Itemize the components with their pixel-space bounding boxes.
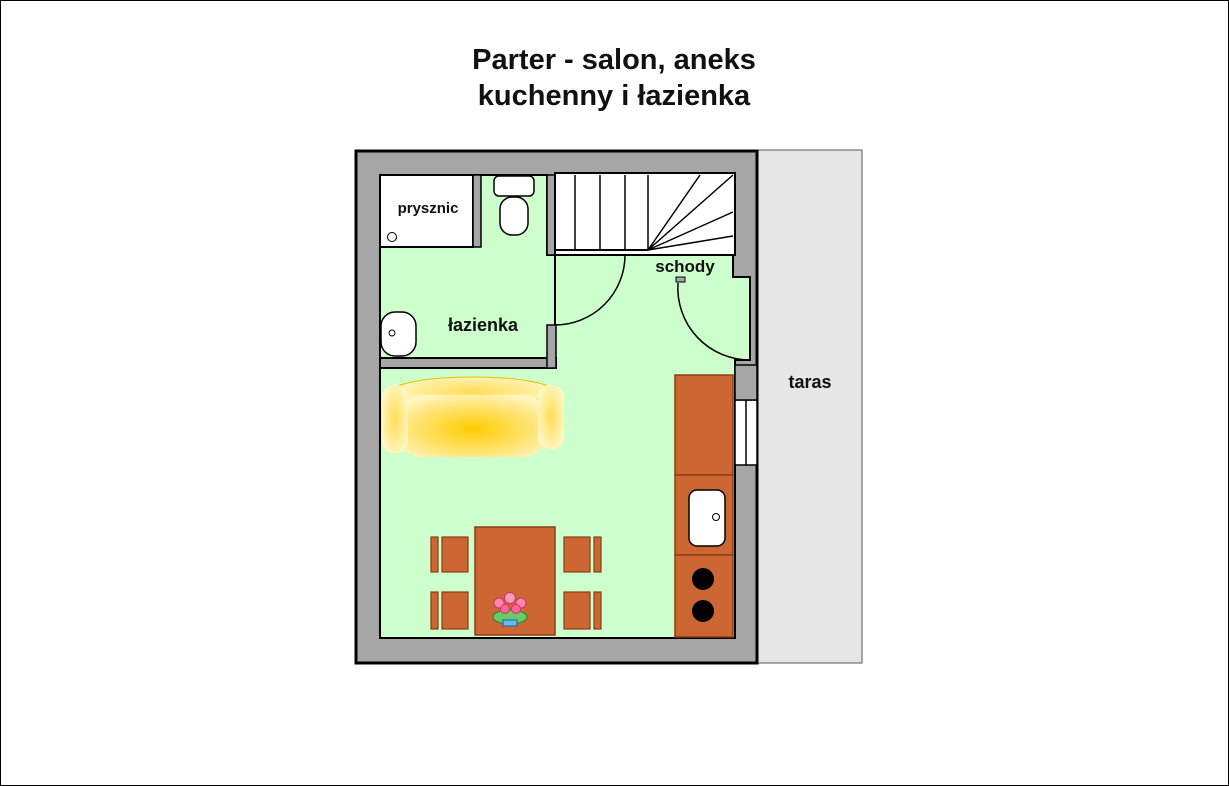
bathroom-sink [380, 311, 417, 357]
toilet-tank [493, 175, 535, 197]
flower-pot-icon [492, 592, 528, 627]
bathroom-partition [546, 174, 556, 256]
stairs-label: schody [655, 257, 715, 276]
sofa [382, 376, 564, 457]
bathroom-wall [379, 357, 557, 369]
entrance-door-frame [675, 276, 686, 283]
window-sill-top [734, 364, 758, 401]
title-line-2: kuchenny i łazienka [477, 80, 751, 112]
terrace-area [756, 149, 863, 664]
kitchen-sink [688, 489, 726, 547]
chairs [430, 536, 602, 630]
entrance-door-swing [677, 282, 751, 361]
toilet-bowl [499, 196, 529, 236]
bathroom-door [554, 254, 626, 326]
kitchen-counter [674, 374, 734, 638]
shower-wall [472, 174, 482, 248]
terrace-label: taras [788, 372, 831, 392]
staircase [554, 172, 736, 256]
shower-drain [387, 232, 397, 242]
floor-plan-title: Parter - salon, aneks kuchenny i łazienk… [364, 42, 864, 114]
kitchen-sink-drain [712, 513, 720, 521]
shower-label: prysznic [398, 200, 459, 217]
bathroom-label: łazienka [448, 315, 519, 335]
sink-drain [388, 329, 396, 337]
stove-burner-1 [692, 568, 714, 590]
title-line-1: Parter - salon, aneks [472, 44, 756, 76]
bathroom-partition-lower [546, 324, 557, 369]
stove-burner-2 [692, 600, 714, 622]
